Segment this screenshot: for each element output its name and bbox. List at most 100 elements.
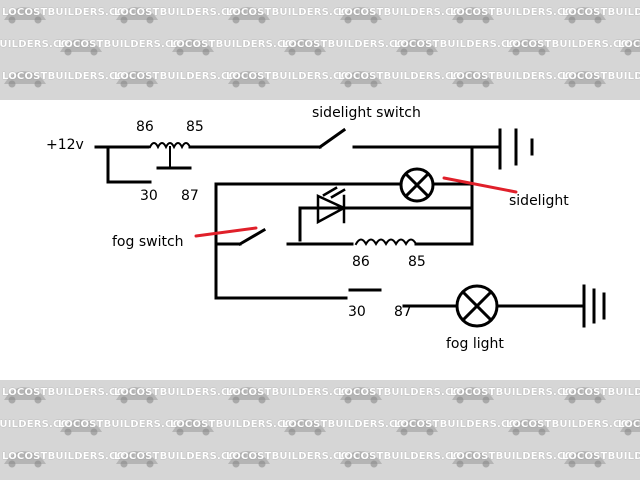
watermark-tile: LOCOSTBUILDERS.CO.UK bbox=[112, 446, 257, 468]
watermark-text: LOCOSTBUILDERS.CO.UK bbox=[0, 419, 90, 430]
watermark-car-logo-icon bbox=[340, 71, 382, 88]
relay2-pin85-label: 85 bbox=[408, 254, 426, 270]
relay2-pin87-label: 87 bbox=[394, 304, 412, 320]
watermark-car-logo-icon bbox=[396, 419, 438, 436]
watermark-tile: LOCOSTBUILDERS.CO.UK bbox=[448, 66, 593, 88]
watermark-text: LOCOSTBUILDERS.CO.UK bbox=[450, 7, 594, 18]
relay1-pin85-label: 85 bbox=[186, 119, 204, 135]
watermark-car-logo-icon bbox=[4, 71, 46, 88]
watermark-text: LOCOSTBUILDERS.CO.UK bbox=[2, 71, 146, 82]
watermark-text: LOCOSTBUILDERS.CO.UK bbox=[226, 71, 370, 82]
watermark-car-logo-icon bbox=[620, 39, 640, 56]
watermark-car-logo-icon bbox=[396, 39, 438, 56]
watermark-text: LOCOSTBUILDERS.CO.UK bbox=[114, 71, 258, 82]
watermark-text: LOCOSTBUILDERS.CO.UK bbox=[58, 39, 202, 50]
watermark-car-logo-icon bbox=[564, 71, 606, 88]
sidelight-switch-label: sidelight switch bbox=[312, 105, 421, 121]
watermark-tile: LOCOSTBUILDERS.CO.UK bbox=[336, 446, 481, 468]
watermark-text: LOCOSTBUILDERS.CO.UK bbox=[562, 451, 640, 462]
watermark-text: LOCOSTBUILDERS.CO.UK bbox=[338, 451, 482, 462]
watermark-car-logo-icon bbox=[564, 7, 606, 24]
watermark-text: LOCOSTBUILDERS.CO.UK bbox=[226, 7, 370, 18]
watermark-car-logo-icon bbox=[172, 419, 214, 436]
watermark-tile: LOCOSTBUILDERS.CO.UK bbox=[224, 382, 369, 404]
watermark-tile: LOCOSTBUILDERS.CO.UK bbox=[560, 446, 640, 468]
watermark-tile: LOCOSTBUILDERS.CO.UK bbox=[392, 414, 537, 436]
watermark-tile: LOCOSTBUILDERS.CO.UK bbox=[0, 446, 145, 468]
watermark-text: LOCOSTBUILDERS.CO.UK bbox=[506, 39, 640, 50]
watermark-tile: LOCOSTBUILDERS.CO.UK bbox=[560, 66, 640, 88]
watermark-car-logo-icon bbox=[116, 387, 158, 404]
watermark-car-logo-icon bbox=[452, 7, 494, 24]
relay2-pin86-label: 86 bbox=[352, 254, 370, 270]
watermark-text: LOCOSTBUILDERS.CO.UK bbox=[618, 39, 640, 50]
sidelight-lamp-icon bbox=[399, 167, 435, 203]
watermark-tile: LOCOSTBUILDERS.CO.UK bbox=[280, 414, 425, 436]
watermark-car-logo-icon bbox=[340, 451, 382, 468]
circuit-diagram: +12v 86 85 30 87 sidelight switch sideli… bbox=[46, 105, 606, 352]
watermark-text: LOCOSTBUILDERS.CO.UK bbox=[562, 387, 640, 398]
watermark-tile: LOCOSTBUILDERS.CO.UK bbox=[448, 382, 593, 404]
watermark-text: LOCOSTBUILDERS.CO.UK bbox=[58, 419, 202, 430]
watermark-text: LOCOSTBUILDERS.CO.UK bbox=[114, 7, 258, 18]
relay1-pin87-label: 87 bbox=[181, 188, 199, 204]
watermark-car-logo-icon bbox=[228, 451, 270, 468]
watermark-text: LOCOSTBUILDERS.CO.UK bbox=[394, 419, 538, 430]
watermark-car-logo-icon bbox=[564, 387, 606, 404]
watermark-tile: LOCOSTBUILDERS.CO.UK bbox=[616, 34, 640, 56]
watermark-tile: LOCOSTBUILDERS.CO.UK bbox=[280, 34, 425, 56]
watermark-text: LOCOSTBUILDERS.CO.UK bbox=[450, 71, 594, 82]
watermark-text: LOCOSTBUILDERS.CO.UK bbox=[170, 419, 314, 430]
watermark-car-logo-icon bbox=[508, 39, 550, 56]
watermark-text: LOCOSTBUILDERS.CO.UK bbox=[282, 39, 426, 50]
watermark-text: LOCOSTBUILDERS.CO.UK bbox=[282, 419, 426, 430]
watermark-car-logo-icon bbox=[452, 387, 494, 404]
watermark-car-logo-icon bbox=[116, 71, 158, 88]
watermark-tile: LOCOSTBUILDERS.CO.UK bbox=[56, 34, 201, 56]
watermark-tile: LOCOSTBUILDERS.CO.UK bbox=[336, 2, 481, 24]
watermark-tile: LOCOSTBUILDERS.CO.UK bbox=[448, 446, 593, 468]
watermark-tile: LOCOSTBUILDERS.CO.UK bbox=[616, 414, 640, 436]
watermark-tile: LOCOSTBUILDERS.CO.UK bbox=[112, 2, 257, 24]
watermark-text: LOCOSTBUILDERS.CO.UK bbox=[562, 71, 640, 82]
watermark-car-logo-icon bbox=[284, 419, 326, 436]
sidelight-label: sidelight bbox=[509, 193, 569, 209]
fog-switch-blade bbox=[237, 227, 267, 247]
watermark-tile: LOCOSTBUILDERS.CO.UK bbox=[560, 2, 640, 24]
watermark-tile: LOCOSTBUILDERS.CO.UK bbox=[504, 34, 640, 56]
watermark-tile: LOCOSTBUILDERS.CO.UK bbox=[0, 66, 145, 88]
watermark-text: LOCOSTBUILDERS.CO.UK bbox=[506, 419, 640, 430]
watermark-text: LOCOSTBUILDERS.CO.UK bbox=[226, 451, 370, 462]
watermark-car-logo-icon bbox=[564, 451, 606, 468]
supply-label: +12v bbox=[46, 137, 84, 153]
watermark-text: LOCOSTBUILDERS.CO.UK bbox=[2, 387, 146, 398]
watermark-car-logo-icon bbox=[452, 71, 494, 88]
watermark-tile: LOCOSTBUILDERS.CO.UK bbox=[336, 382, 481, 404]
watermark-tile: LOCOSTBUILDERS.CO.UK bbox=[392, 34, 537, 56]
watermark-text: LOCOSTBUILDERS.CO.UK bbox=[338, 387, 482, 398]
watermark-text: LOCOSTBUILDERS.CO.UK bbox=[114, 387, 258, 398]
watermark-text: LOCOSTBUILDERS.CO.UK bbox=[618, 419, 640, 430]
fog-switch-annotation-line bbox=[194, 226, 258, 238]
watermark-car-logo-icon bbox=[4, 387, 46, 404]
watermark-tile: LOCOSTBUILDERS.CO.UK bbox=[0, 34, 89, 56]
watermark-tile: LOCOSTBUILDERS.CO.UK bbox=[0, 382, 145, 404]
watermark-row: LOCOSTBUILDERS.CO.UKLOCOSTBUILDERS.CO.UK… bbox=[0, 34, 640, 56]
watermark-car-logo-icon bbox=[452, 451, 494, 468]
sidelight-annotation-line bbox=[442, 176, 518, 194]
relay1-coil-icon bbox=[148, 142, 192, 150]
watermark-car-logo-icon bbox=[116, 451, 158, 468]
watermark-text: LOCOSTBUILDERS.CO.UK bbox=[450, 387, 594, 398]
watermark-car-logo-icon bbox=[116, 7, 158, 24]
watermark-text: LOCOSTBUILDERS.CO.UK bbox=[2, 7, 146, 18]
watermark-text: LOCOSTBUILDERS.CO.UK bbox=[338, 7, 482, 18]
watermark-text: LOCOSTBUILDERS.CO.UK bbox=[338, 71, 482, 82]
watermark-tile: LOCOSTBUILDERS.CO.UK bbox=[168, 34, 313, 56]
watermark-tile: LOCOSTBUILDERS.CO.UK bbox=[112, 382, 257, 404]
relay2-coil-icon bbox=[354, 238, 418, 247]
watermark-car-logo-icon bbox=[228, 7, 270, 24]
watermark-row: LOCOSTBUILDERS.CO.UKLOCOSTBUILDERS.CO.UK… bbox=[0, 414, 640, 436]
